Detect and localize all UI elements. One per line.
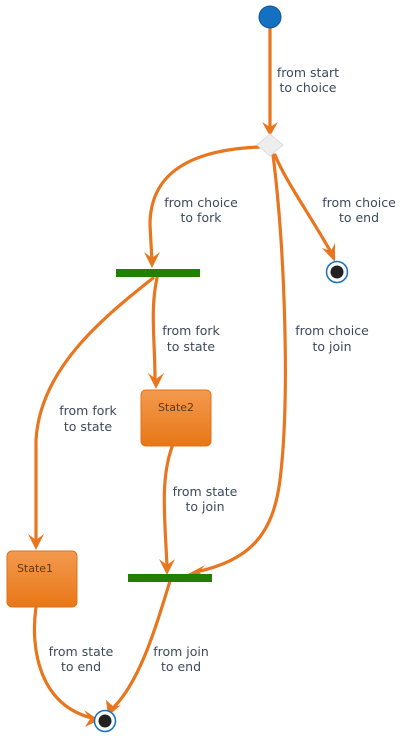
label-fork-to-state2-line1: from fork — [162, 323, 220, 338]
edge-fork-to-state1 — [34, 276, 155, 542]
label-choice-to-join-line1: from choice — [295, 323, 369, 338]
label-choice-to-end-line1: from choice — [322, 195, 396, 210]
label-fork-to-state1: from fork to state — [59, 403, 117, 434]
end-node-right — [325, 260, 349, 284]
arrowhead-start-to-choice — [262, 122, 278, 136]
arrowhead-fork-to-state2 — [148, 373, 164, 389]
arrowhead-state2-to-join — [159, 559, 175, 575]
choice-node — [256, 133, 284, 157]
state2-label: State2 — [158, 401, 194, 414]
label-choice-to-join: from choice to join — [295, 323, 369, 354]
end-node-bottom — [93, 709, 117, 733]
label-fork-to-state1-line2: to state — [64, 419, 112, 434]
label-choice-to-join-line2: to join — [312, 339, 351, 354]
label-join-to-end-line1: from join — [153, 644, 209, 659]
edge-choice-to-fork — [148, 145, 262, 264]
label-start-to-choice-line2: to choice — [279, 80, 336, 95]
label-start-to-choice-line1: from start — [277, 65, 339, 80]
label-choice-to-fork: from choice to fork — [164, 195, 238, 225]
arrowhead-fork-to-state1 — [28, 534, 44, 550]
edge-state1-to-end — [32, 605, 94, 720]
start-node — [258, 5, 282, 29]
label-state1-to-end-line1: from state — [49, 644, 114, 659]
arrowhead-state1-to-end — [84, 710, 99, 727]
arrowhead-choice-to-fork — [144, 252, 160, 268]
edge-state2-to-join — [162, 445, 174, 568]
label-fork-to-state1-line1: from fork — [59, 403, 117, 418]
label-choice-to-fork-line1: from choice — [164, 195, 238, 210]
edge-choice-to-join — [194, 153, 287, 574]
label-state2-to-join: from state to join — [173, 484, 238, 514]
label-choice-to-end-line2: to end — [339, 210, 379, 225]
state-state2: State2 — [140, 389, 212, 447]
label-state1-to-end: from state to end — [49, 644, 114, 674]
label-state1-to-end-line2: to end — [61, 659, 101, 674]
label-join-to-end: from join to end — [153, 644, 209, 674]
label-fork-to-state2-line2: to state — [167, 339, 215, 354]
edge-choice-to-end — [273, 153, 334, 256]
fork-bar — [116, 269, 200, 277]
label-state2-to-join-line2: to join — [185, 499, 224, 514]
label-fork-to-state2: from fork to state — [162, 323, 220, 354]
join-bar — [128, 574, 212, 582]
label-join-to-end-line2: to end — [161, 659, 201, 674]
label-choice-to-end: from choice to end — [322, 195, 396, 225]
edge-fork-to-state2 — [151, 276, 159, 382]
label-start-to-choice: from start to choice — [277, 65, 339, 95]
state1-label: State1 — [17, 562, 53, 575]
arrowhead-choice-to-end — [322, 243, 335, 262]
label-state2-to-join-line1: from state — [173, 484, 238, 499]
state-state1: State1 — [6, 550, 78, 608]
label-choice-to-fork-line2: to fork — [181, 210, 223, 225]
edge-join-to-end — [112, 579, 172, 709]
